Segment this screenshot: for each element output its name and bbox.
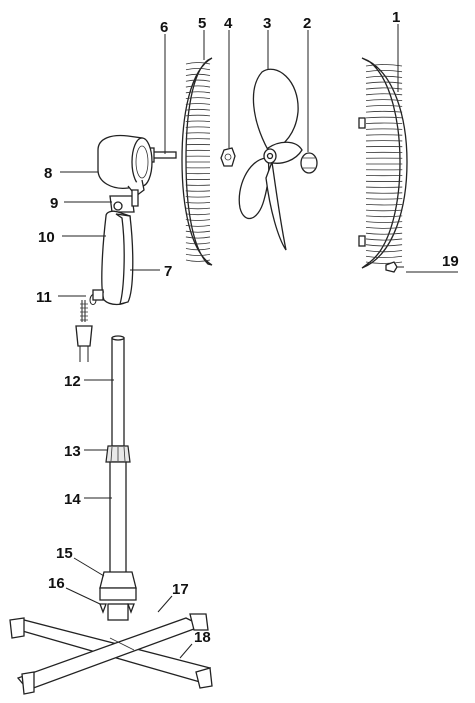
grille-rib [185,79,211,82]
grille-rib [185,253,211,257]
grille-rib [365,250,403,253]
grille-rib [185,67,211,71]
grille-rib [365,69,403,73]
grille-rib [185,114,211,117]
grille-rib [185,62,211,65]
grille-rib [185,236,211,239]
upper-pole [111,335,125,447]
fan-blade [238,68,303,251]
callout-labels: 1 2 3 4 5 6 7 8 9 10 11 12 13 14 15 16 1… [36,9,459,646]
callout-14: 14 [64,491,81,508]
cross-base [9,613,213,695]
grille-rib [185,248,211,251]
grille-rib [365,99,403,101]
grille-rib [365,255,403,259]
base-screws [99,603,135,621]
grille-rib [365,87,403,90]
pole-collar [99,571,137,601]
grille-rib [365,116,403,119]
callout-11: 11 [36,289,52,306]
power-cord [75,289,105,362]
leader-lines [58,24,458,659]
grille-rib [185,73,211,76]
grille-rib [185,242,211,245]
height-adjust-knob [105,445,131,463]
grille-rib [185,259,211,262]
front-grille [358,57,408,269]
callout-17: 17 [172,581,189,598]
control-column [101,210,134,306]
blade-nut [220,147,236,167]
grille-rib [185,108,211,111]
grille-rib [365,209,403,212]
grille-rib [185,103,211,105]
grille-rib [365,105,403,107]
callout-19: 19 [442,253,459,270]
grille-rib [365,122,403,125]
grille-rib [365,215,403,218]
grille-rib [365,75,403,78]
motor-housing [97,134,153,197]
grille-rib [185,207,211,210]
lower-pole [109,461,127,575]
grille-rib [185,196,211,198]
grille-rib [365,244,403,247]
grille-rib [365,232,403,235]
callout-7: 7 [164,263,172,280]
grille-rib [365,64,403,67]
callout-1: 1 [392,9,400,26]
grille-rib [365,221,403,223]
callout-4: 4 [224,15,233,32]
grille-rib [185,230,211,233]
grille-rib [365,203,403,206]
grille-rib [185,126,211,128]
callout-16: 16 [48,575,65,592]
rear-grille [181,57,213,266]
grille-rib [185,85,211,88]
grille-rib [365,110,403,113]
grille-rib [185,201,211,204]
grille-rib [185,219,211,221]
grille-rib [185,97,211,99]
grille-rib [365,93,403,96]
grille-rib [365,81,403,84]
callout-13: 13 [64,443,81,460]
grille-rib [185,225,211,227]
callout-18: 18 [194,629,211,646]
callout-5: 5 [198,15,206,32]
spinner-cap [300,152,318,174]
tilt-bracket [109,189,139,213]
grille-rib [365,238,403,241]
grille-rib [365,198,403,200]
callout-2: 2 [303,15,311,32]
callout-12: 12 [64,373,81,390]
grille-screw [385,261,404,273]
callout-8: 8 [44,165,52,182]
grille-rib [185,120,211,123]
grille-rib [365,227,403,229]
callout-10: 10 [38,229,55,246]
grille-rib [185,91,211,94]
grille-rib [365,261,403,264]
callout-6: 6 [160,19,168,36]
callout-15: 15 [56,545,73,562]
grille-rib [365,128,403,130]
callout-9: 9 [50,195,58,212]
callout-3: 3 [263,15,271,32]
grille-rib [185,213,211,216]
